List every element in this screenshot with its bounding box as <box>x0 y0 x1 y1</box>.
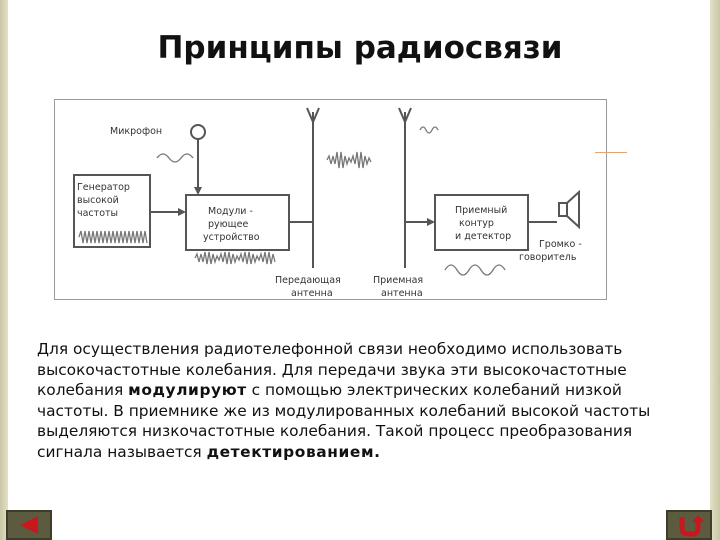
label-tx-antenna-1: Передающая <box>275 275 341 286</box>
body-bold-detection: детектированием. <box>206 442 381 461</box>
label-modulator-1: Модули - <box>208 206 253 217</box>
body-bold-modulate: модулируют <box>128 381 247 399</box>
received-wave <box>419 126 439 134</box>
body-paragraph: Для осуществления радиотелефонной связи … <box>37 339 677 462</box>
label-tx-antenna-2: антенна <box>291 288 333 299</box>
radiated-wave <box>326 151 372 169</box>
label-generator-2: высокой <box>77 195 119 206</box>
label-speaker-1: Громко - <box>539 239 582 250</box>
body-text-part2: с помощью электрических колебаний низкой… <box>37 381 651 461</box>
label-receiver-2: контур <box>459 218 494 229</box>
right-decor-strip <box>710 0 720 540</box>
hf-wave-generator <box>78 230 148 244</box>
label-receiver-3: и детектор <box>455 231 511 242</box>
label-speaker-2: говоритель <box>519 252 577 263</box>
body-text-part1: Для осуществления радиотелефонной связи … <box>37 340 627 399</box>
label-generator-3: частоты <box>77 208 118 219</box>
lf-wave-microphone <box>156 153 194 163</box>
microphone-symbol <box>190 124 206 140</box>
label-modulator-3: устройство <box>203 232 260 243</box>
label-rx-antenna-2: антенна <box>381 288 423 299</box>
left-decor-strip <box>0 0 8 540</box>
slide-title: Принципы радиосвязи <box>157 30 563 66</box>
label-generator-1: Генератор <box>77 182 130 193</box>
accent-line <box>595 152 627 153</box>
return-arrow-icon <box>679 515 704 537</box>
label-microphone: Микрофон <box>110 126 162 137</box>
detected-wave <box>444 264 506 276</box>
previous-slide-button[interactable] <box>6 510 52 540</box>
modulated-wave-output <box>194 251 276 265</box>
label-receiver-1: Приемный <box>455 205 507 216</box>
label-rx-antenna-1: Приемная <box>373 275 423 286</box>
radio-diagram: Микрофон Генератор высокой частоты Модул… <box>54 99 607 300</box>
radio-diagram-svg: Микрофон Генератор высокой частоты Модул… <box>73 107 582 299</box>
return-button[interactable] <box>666 510 712 540</box>
label-modulator-2: рующее <box>208 219 248 230</box>
triangle-left-icon <box>20 516 38 534</box>
